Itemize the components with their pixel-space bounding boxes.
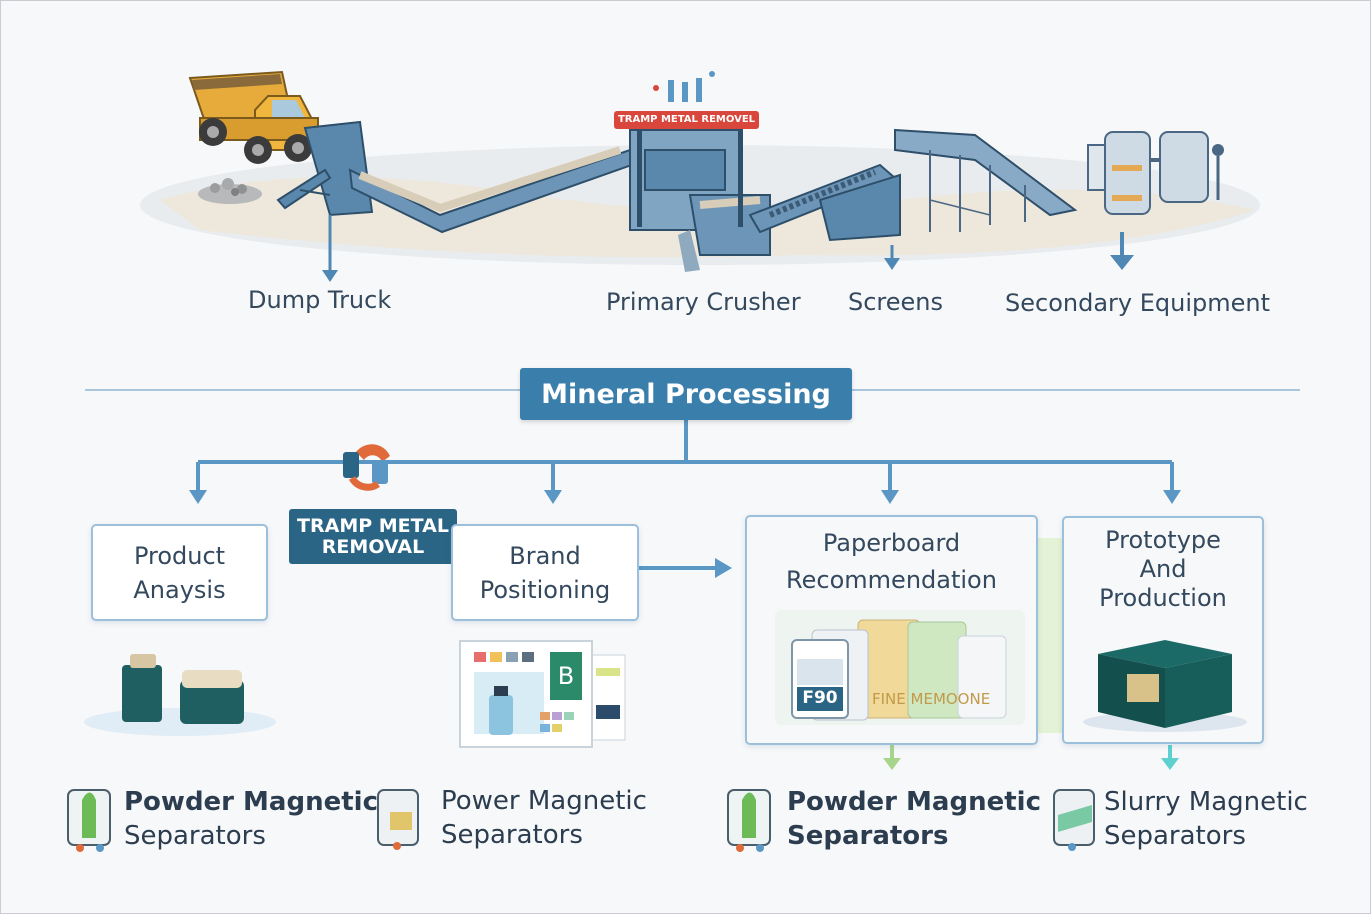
- card-prototype-line3: Production: [1099, 584, 1227, 612]
- separator-2-line2: Separators: [441, 820, 583, 850]
- brand-swatch-board: [459, 640, 626, 748]
- card-product-line1: Product: [133, 542, 226, 570]
- separator-1-line1: Powder Magnetic: [124, 787, 378, 817]
- card-prototype-line1: Prototype: [1105, 526, 1221, 554]
- card-brand-positioning: Brand Positioning: [451, 524, 639, 621]
- paperboard-code: F90: [802, 688, 838, 708]
- card-prototype-production: Prototype And Production: [1062, 516, 1264, 744]
- label-dump-truck: Dump Truck: [248, 286, 392, 314]
- tramp-tag-line1: TRAMP METAL: [297, 514, 449, 537]
- card-product-line2: Anaysis: [133, 576, 226, 604]
- screens-illustration: [894, 128, 1078, 232]
- card-paperboard-line2: Recommendation: [786, 566, 997, 594]
- separator-icon-4: [1053, 789, 1095, 851]
- separator-3: Powder Magnetic Separators: [787, 785, 1041, 853]
- tree-arrowheads: [189, 490, 1181, 504]
- green-connector-band: [1036, 538, 1062, 733]
- cosmetic-jars-illustration: [84, 654, 276, 736]
- rock-pile: [198, 178, 262, 204]
- separator-1-line2: Separators: [124, 821, 266, 851]
- conveyor-to-screens: [748, 163, 901, 242]
- separator-3-line2: Separators: [787, 821, 949, 851]
- separator-3-line1: Powder Magnetic: [787, 787, 1041, 817]
- card-prototype-line2: And: [1139, 555, 1187, 583]
- separator-4: Slurry Magnetic Separators: [1104, 785, 1308, 853]
- prototype-box-illustration: [1083, 640, 1247, 732]
- swatch-letter: B: [557, 662, 575, 690]
- tramp-metal-tag: TRAMP METAL REMOVAL: [289, 509, 457, 564]
- secondary-equipment-illustration: [1087, 131, 1224, 215]
- separator-icon-3: [727, 789, 771, 852]
- tree-connectors: [196, 420, 1174, 492]
- card-product-analysis: Product Anaysis: [91, 524, 268, 621]
- separator-2: Power Magnetic Separators: [441, 784, 647, 852]
- paperboard-caption: FINE MEMOONE: [872, 690, 991, 708]
- separator-icon-1: [67, 789, 111, 852]
- label-screens: Screens: [848, 288, 944, 316]
- top-down-arrows: [322, 215, 1134, 282]
- paperboard-samples-illustration: [775, 610, 1025, 725]
- crusher-sign-icon: [653, 71, 715, 102]
- card-brand-line2: Positioning: [479, 576, 611, 604]
- label-primary-crusher: Primary Crusher: [606, 288, 801, 316]
- tramp-tag-line2: REMOVAL: [321, 535, 425, 558]
- center-title: Mineral Processing: [520, 368, 852, 420]
- card-down-arrows: [883, 745, 1179, 770]
- separator-icon-2: [377, 789, 419, 850]
- separator-1: Powder Magnetic Separators: [124, 785, 378, 853]
- primary-crusher-illustration: [614, 71, 771, 272]
- label-secondary-equipment: Secondary Equipment: [1005, 289, 1271, 317]
- magnet-icon: [343, 444, 390, 491]
- dump-truck-illustration: [188, 70, 319, 164]
- separator-2-line1: Power Magnetic: [441, 786, 647, 816]
- card-brand-line1: Brand: [509, 542, 581, 570]
- card-paperboard-recommendation: Paperboard Recommendation: [745, 515, 1038, 745]
- separator-4-line1: Slurry Magnetic: [1104, 787, 1308, 817]
- separator-4-line2: Separators: [1104, 821, 1246, 851]
- brand-to-paperboard-arrow: [637, 558, 732, 578]
- crusher-sign-text: TRAMP METAL REMOVEL: [617, 114, 756, 125]
- card-paperboard-line1: Paperboard: [822, 529, 961, 557]
